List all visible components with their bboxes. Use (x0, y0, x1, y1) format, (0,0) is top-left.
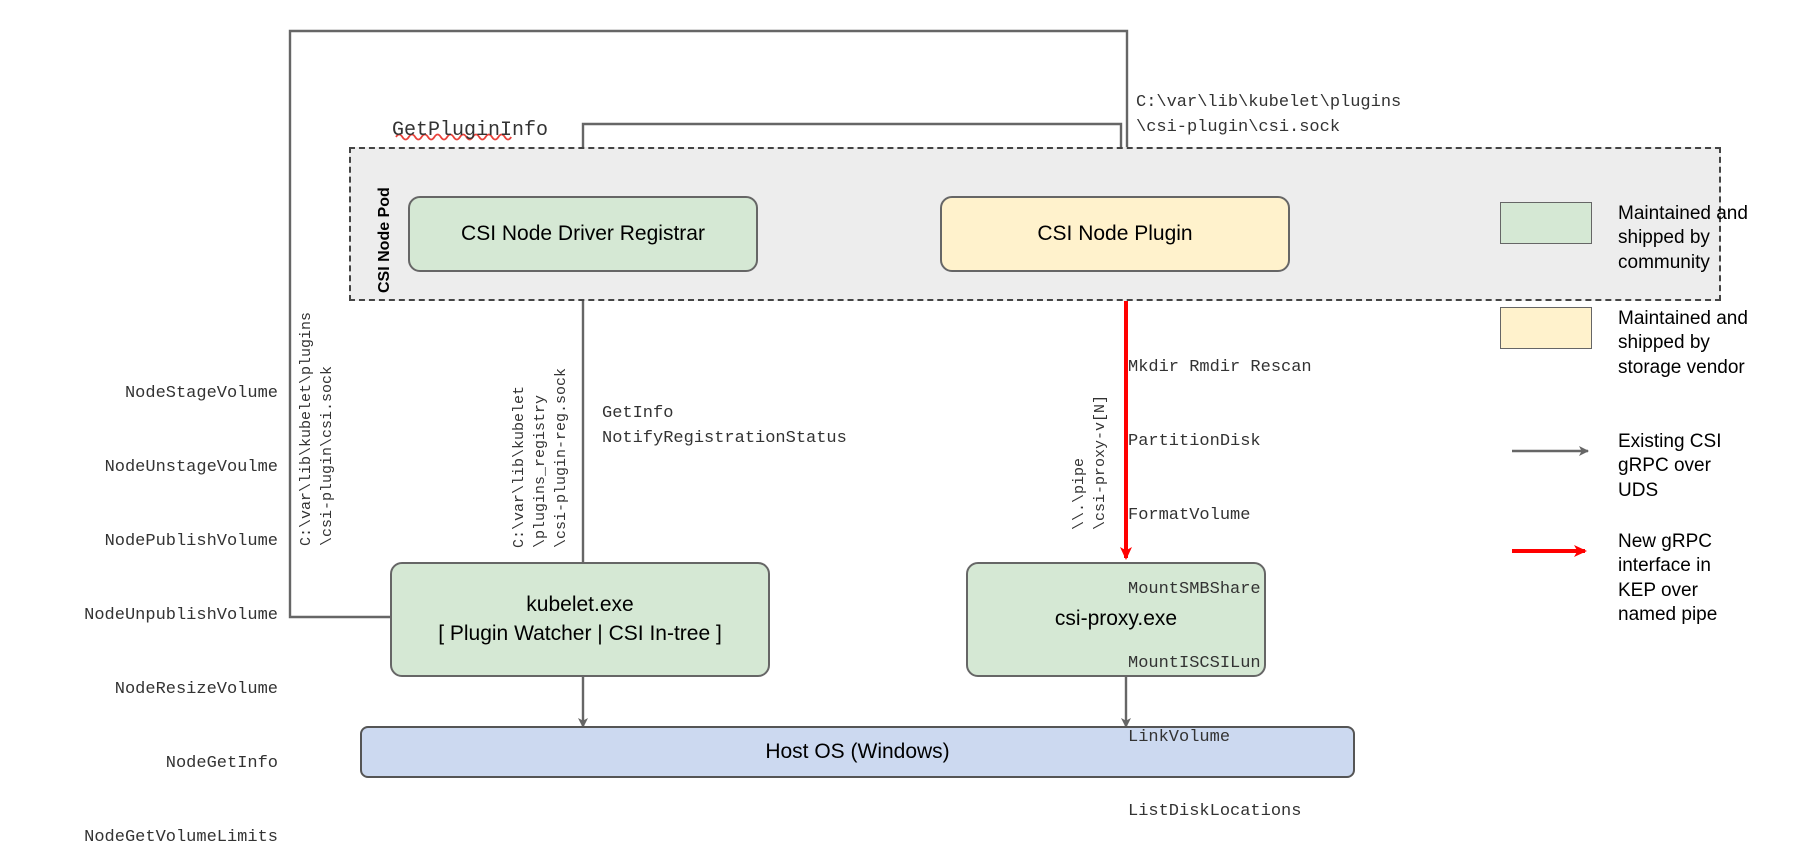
list-item: NodePublishVolume (104, 532, 278, 552)
node-csi-node-driver-registrar-label: CSI Node Driver Registrar (461, 221, 705, 245)
spellcheck-squiggle (395, 133, 512, 141)
list-item: PartitionDisk (1128, 432, 1261, 452)
node-csi-node-plugin[interactable]: CSI Node Plugin (940, 196, 1290, 272)
label-csi-sock-path: C:\var\lib\kubelet\plugins \csi-plugin\c… (1136, 93, 1402, 137)
list-item: LinkVolume (1128, 727, 1231, 747)
legend-item-new-grpc: New gRPC interface in KEP over named pip… (1500, 530, 1717, 627)
label-named-pipe-rotated: \\.\pipe \csi-proxy-v[N] (1071, 394, 1109, 530)
legend-label-new-grpc: New gRPC interface in KEP over named pip… (1618, 531, 1718, 625)
legend: Maintained and shipped by community Main… (1500, 190, 1810, 660)
legend-arrow-icon-gray (1500, 430, 1592, 472)
list-item: MountISCSILun (1128, 653, 1261, 673)
node-kubelet-exe[interactable]: kubelet.exe [ Plugin Watcher | CSI In-tr… (390, 562, 770, 677)
node-csi-proxy-exe-label: csi-proxy.exe (1054, 607, 1178, 631)
label-plugins-registry-rotated: C:\var\lib\kubelet \plugins_registry \cs… (511, 367, 570, 548)
label-registration-calls: GetInfo NotifyRegistrationStatus (602, 404, 847, 448)
label-get-plugin-info: GetPluginInfo (392, 119, 549, 142)
list-item: MountSMBShare (1128, 580, 1261, 600)
node-csi-proxy-exe[interactable]: csi-proxy.exe (966, 562, 1266, 677)
legend-label-community: Maintained and shipped by community (1618, 203, 1748, 273)
list-item: NodeUnstageVoulme (104, 458, 278, 478)
csi-proxy-api-list: Mkdir Rmdir Rescan PartitionDisk FormatV… (1128, 307, 1312, 842)
node-kubelet-exe-label: kubelet.exe (526, 593, 634, 617)
list-item: Mkdir Rmdir Rescan (1128, 358, 1312, 378)
list-item: FormatVolume (1128, 506, 1251, 526)
connector-kubelet-to-node-plugin (288, 29, 1132, 619)
legend-label-existing-csi: Existing CSI gRPC over UDS (1618, 431, 1722, 501)
legend-swatch-storage-vendor (1500, 307, 1592, 349)
node-service-call-list: NodeStageVolume NodeUnstageVoulme NodePu… (0, 333, 278, 842)
node-kubelet-exe-sublabel: [ Plugin Watcher | CSI In-tree ] (438, 621, 722, 645)
label-kubelet-csi-sock-rotated: C:\var\lib\kubelet\plugins \csi-plugin\c… (298, 311, 336, 546)
legend-item-storage-vendor: Maintained and shipped by storage vendor (1500, 307, 1748, 380)
node-host-os-label: Host OS (Windows) (765, 739, 950, 763)
legend-arrow-icon-red (1500, 530, 1592, 572)
node-host-os[interactable]: Host OS (Windows) (360, 726, 1355, 778)
csi-node-pod-label: CSI Node Pod (376, 187, 393, 293)
list-item: ListDiskLocations (1128, 801, 1302, 821)
list-item: NodeGetInfo (165, 753, 278, 773)
csi-node-pod-container (349, 147, 1721, 301)
list-item: NodeUnpublishVolume (84, 606, 278, 626)
list-item: NodeResizeVolume (114, 679, 278, 699)
node-csi-node-plugin-label: CSI Node Plugin (1037, 221, 1193, 245)
list-item: NodeGetVolumeLimits (84, 827, 278, 842)
legend-item-community: Maintained and shipped by community (1500, 202, 1748, 275)
legend-label-storage-vendor: Maintained and shipped by storage vendor (1618, 308, 1748, 378)
legend-swatch-community (1500, 202, 1592, 244)
node-csi-node-driver-registrar[interactable]: CSI Node Driver Registrar (408, 196, 758, 272)
list-item: NodeStageVolume (124, 384, 278, 404)
legend-item-existing-csi: Existing CSI gRPC over UDS (1500, 430, 1721, 503)
